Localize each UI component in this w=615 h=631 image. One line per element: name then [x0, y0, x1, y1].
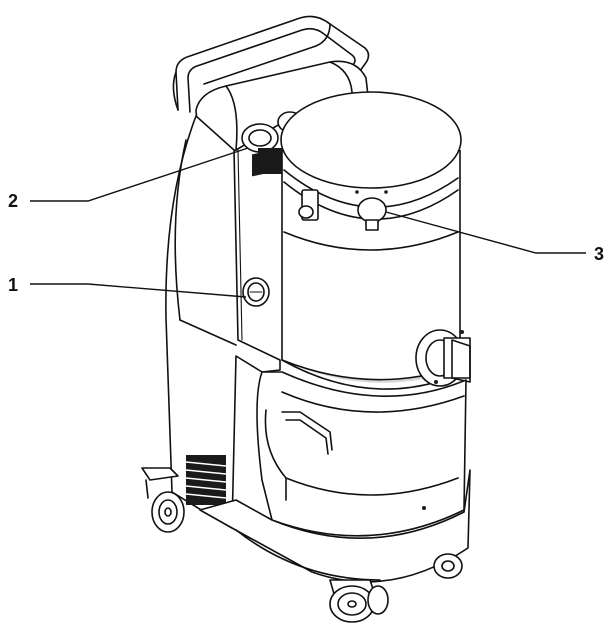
filter-tank [280, 91, 462, 406]
rear-wheel [141, 467, 185, 533]
front-wheel [329, 579, 389, 623]
callout-1: 1 [8, 275, 18, 295]
tank-lid [280, 91, 462, 189]
callout-3: 3 [594, 244, 604, 264]
collection-bin [256, 371, 467, 537]
callout-leaders [30, 147, 586, 298]
leader-3 [385, 211, 586, 254]
rear-housing [165, 115, 284, 529]
wheels [141, 467, 463, 623]
leader-1 [30, 283, 247, 298]
hose-inlet [415, 329, 471, 387]
leader-2 [30, 147, 249, 202]
handle [172, 15, 370, 113]
vent-grille [185, 455, 227, 505]
label-plate [258, 148, 284, 174]
side-wheel [433, 553, 463, 579]
callout-2: 2 [8, 191, 18, 211]
gauge [357, 197, 387, 223]
